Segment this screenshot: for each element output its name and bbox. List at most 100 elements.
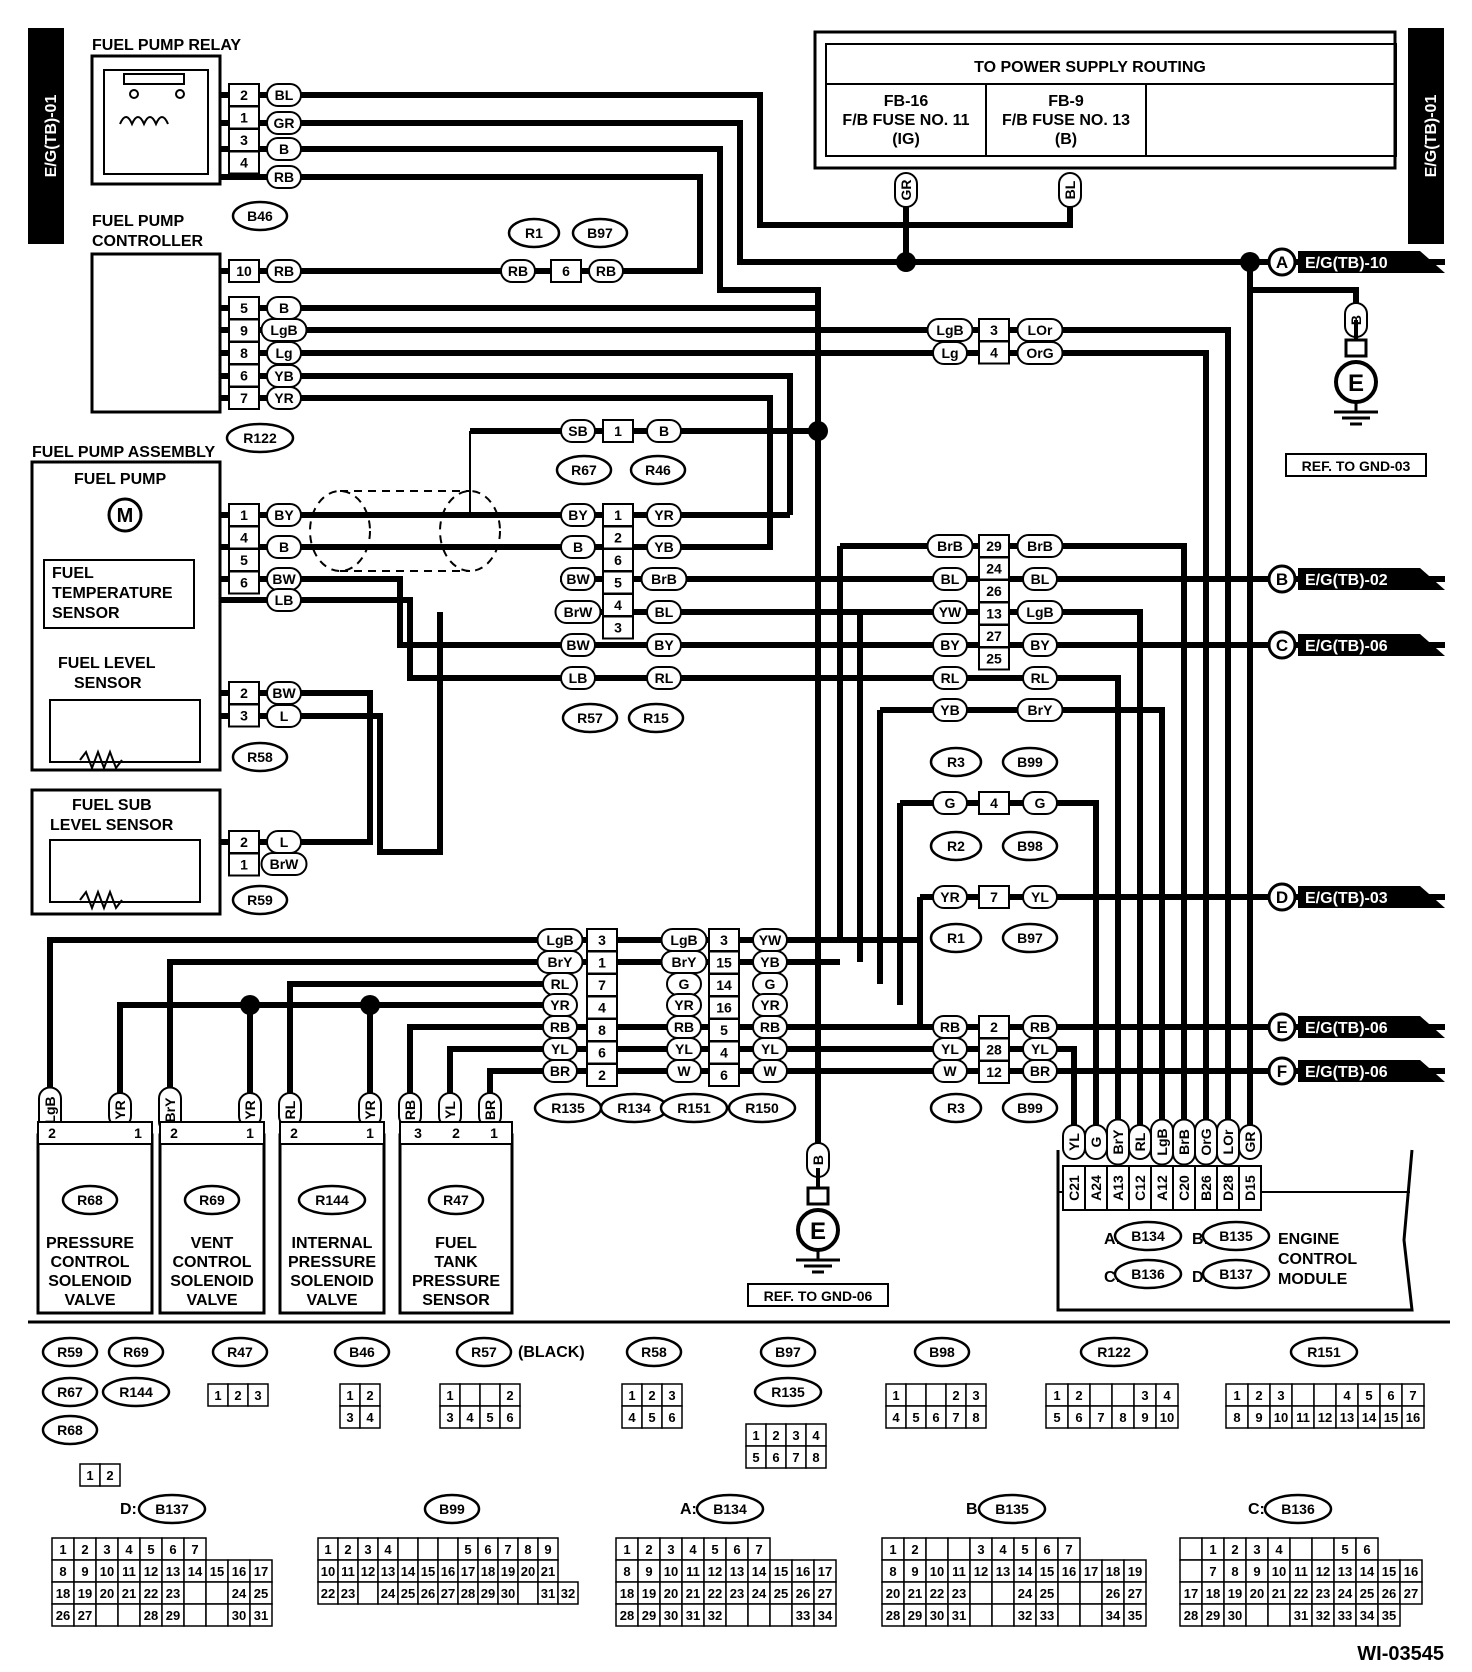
output-letter: D	[1276, 888, 1288, 907]
wire-label: BrB	[1027, 538, 1053, 554]
pin-box	[228, 570, 260, 595]
connector-oval	[41, 1376, 99, 1408]
connector-id: B136	[1131, 1266, 1165, 1282]
legend-pin: 25	[1360, 1586, 1374, 1601]
fts-label-1: FUEL	[52, 565, 94, 582]
legend-pin: 23	[1316, 1586, 1330, 1601]
fuse2-line3: (B)	[1055, 131, 1077, 148]
pin-number: 10	[236, 263, 252, 279]
output-label: E/G(TB)-06	[1305, 638, 1388, 655]
wire-label: BrW	[564, 604, 594, 620]
pin-number: 4	[720, 1045, 728, 1061]
legend-pin: 1	[324, 1542, 331, 1557]
wire-tag	[266, 704, 302, 728]
output-letter: E	[1276, 1018, 1287, 1037]
legend-pin: 16	[796, 1564, 810, 1579]
legend-pin: 19	[1228, 1586, 1242, 1601]
wire-label: BrB	[937, 538, 963, 554]
pin-number: 1	[614, 507, 622, 523]
connector-id: R59	[247, 892, 273, 908]
pin-number: 2	[990, 1019, 998, 1035]
pin-number: 2	[240, 87, 248, 103]
legend-cell	[183, 1581, 207, 1605]
legend-pin: 6	[1387, 1388, 1394, 1403]
legend-cell	[205, 1603, 229, 1627]
legend-pin: 10	[1274, 1410, 1288, 1425]
legend-pin: 17	[461, 1564, 475, 1579]
legend-cell	[1111, 1383, 1135, 1407]
pin-number: 3	[990, 322, 998, 338]
legend-pin: 6	[169, 1542, 176, 1557]
output-label: E/G(TB)-03	[1305, 890, 1388, 907]
pin-box	[978, 646, 1010, 671]
wire	[220, 597, 1000, 681]
output-flag	[1298, 886, 1445, 908]
legend-cell	[1313, 1383, 1337, 1407]
legend-pin: 16	[441, 1564, 455, 1579]
legend-pin: 5	[464, 1542, 471, 1557]
legend-pin: 2	[106, 1468, 113, 1483]
legend-cell	[1289, 1537, 1313, 1561]
legend-pin: 8	[1233, 1410, 1240, 1425]
wire-label: OrG	[1026, 345, 1053, 361]
wire-label: BW	[272, 685, 296, 701]
legend-pin: 3	[668, 1388, 675, 1403]
legend-pin: 5	[752, 1450, 759, 1465]
legend-cell	[969, 1603, 993, 1627]
connector-id: R3	[947, 754, 965, 770]
legend-pin: 14	[1018, 1564, 1033, 1579]
legend-cell	[479, 1383, 501, 1407]
pin-number: 25	[986, 651, 1002, 667]
vcsv-2: CONTROL	[172, 1254, 251, 1271]
legend-pin: 1	[623, 1542, 630, 1557]
legend-pin: 4	[1275, 1542, 1283, 1557]
wire-tag	[646, 503, 682, 527]
legend-pin: 12	[974, 1564, 988, 1579]
legend-pin: 1	[86, 1468, 93, 1483]
wire-label: SB	[568, 423, 587, 439]
connector-oval	[1001, 746, 1059, 778]
legend-cell	[99, 1463, 121, 1487]
wire-label: BY	[274, 507, 294, 523]
wire-label: YR	[550, 997, 569, 1013]
ecm-label-2: CONTROL	[1278, 1251, 1357, 1268]
wire-label: YR	[674, 997, 693, 1013]
connector-id: R151	[677, 1100, 711, 1116]
prefix-d: D:	[120, 1501, 137, 1518]
wire-tag	[646, 666, 682, 690]
output-label: E/G(TB)-06	[1305, 1064, 1388, 1081]
ground-letter: E	[810, 1218, 826, 1245]
legend-pin: 29	[481, 1586, 495, 1601]
connector-id: R58	[641, 1344, 667, 1360]
wire-label: B	[659, 423, 669, 439]
wire	[220, 177, 703, 274]
legend-pin: 7	[792, 1450, 799, 1465]
legend-pin: 32	[561, 1586, 575, 1601]
side-tab-right: E/G(TB)-01	[1408, 28, 1444, 244]
legend-pin: 30	[1228, 1608, 1242, 1623]
legend-pin: 2	[952, 1388, 959, 1403]
legend-pin: 4	[1343, 1388, 1351, 1403]
legend-pin: 31	[686, 1608, 700, 1623]
legend-pin: 3	[1277, 1388, 1284, 1403]
connector-oval	[1289, 1336, 1359, 1368]
legend-cell	[991, 1581, 1015, 1605]
connector-oval	[41, 1336, 99, 1368]
legend-pin: 21	[908, 1586, 922, 1601]
wire-label: RL	[551, 976, 570, 992]
pin-number: 5	[240, 552, 248, 568]
legend-pin: 2	[911, 1542, 918, 1557]
legend-cell	[1089, 1383, 1113, 1407]
overlay-layer: 2134105986714562321126543163429242613272…	[37, 83, 1445, 1627]
fuse1-line2: F/B FUSE NO. 11	[842, 112, 969, 129]
fuse1-line1: FB-16	[884, 93, 929, 110]
legend-pin: 2	[344, 1542, 351, 1557]
wire-label: B	[279, 141, 289, 157]
output-letter: A	[1276, 253, 1288, 272]
legend-pin: 25	[774, 1586, 788, 1601]
solenoid-pin-strip	[159, 1121, 265, 1145]
connector-id: B98	[1017, 838, 1043, 854]
legend-pin: 2	[1231, 1542, 1238, 1557]
pin-number: 7	[990, 889, 998, 905]
connector-oval	[423, 1493, 481, 1525]
